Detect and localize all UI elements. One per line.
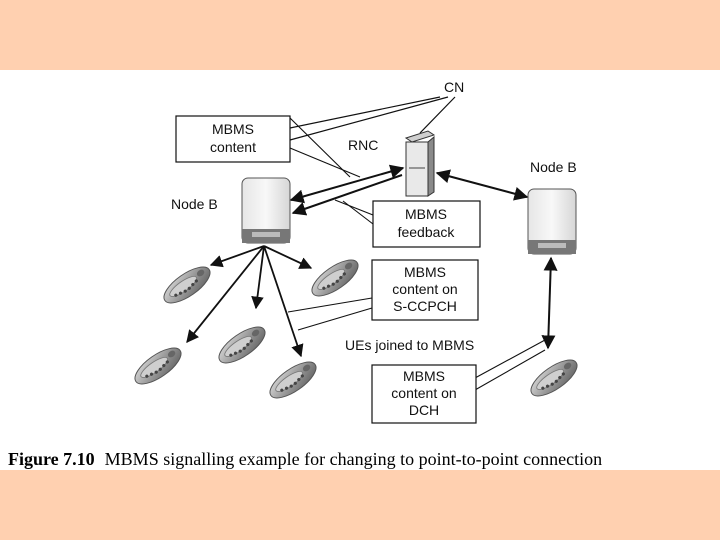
box-line: DCH (409, 402, 439, 418)
ue-handset-icon (525, 353, 583, 403)
node-b-left-icon (241, 177, 291, 244)
rnc-nodeb-links (289, 164, 558, 350)
box-content-sccpch: MBMS content on S-CCPCH (371, 259, 479, 321)
callout-lines (287, 117, 546, 391)
broadcast-links (186, 245, 313, 358)
figure-caption: Figure 7.10 MBMS signalling example for c… (8, 448, 720, 470)
figure-panel (0, 70, 720, 470)
rnc-label: RNC (348, 137, 378, 153)
box-line: MBMS (212, 121, 254, 137)
ues-joined-label: UEs joined to MBMS (345, 337, 474, 353)
box-line: content (210, 139, 256, 155)
rnc-server-icon (404, 130, 436, 197)
cn-links (289, 96, 456, 141)
box-mbms-content: MBMS content (175, 115, 291, 163)
node-b-right-icon (527, 188, 577, 255)
box-content-dch: MBMS content on DCH (371, 364, 477, 424)
node-b-left-label: Node B (171, 196, 218, 212)
ue-handset-icon (264, 355, 322, 405)
node-b-right-label: Node B (530, 159, 577, 175)
box-line: MBMS (403, 368, 445, 384)
ue-handset-icon (306, 253, 364, 303)
caption-number: Figure 7.10 (8, 449, 95, 469)
ue-handset-icon (129, 341, 187, 391)
box-line: feedback (398, 224, 456, 240)
box-line: MBMS (405, 206, 447, 222)
box-line: content on (391, 385, 456, 401)
box-line: MBMS (404, 264, 446, 280)
caption-text: MBMS signalling example for changing to … (104, 449, 603, 469)
box-line: S-CCPCH (393, 298, 457, 314)
cn-label: CN (444, 79, 464, 95)
ue-handset-icon (213, 320, 271, 370)
box-mbms-feedback: MBMS feedback (372, 200, 481, 248)
ue-handset-icon (158, 260, 216, 310)
box-line: content on (392, 281, 457, 297)
